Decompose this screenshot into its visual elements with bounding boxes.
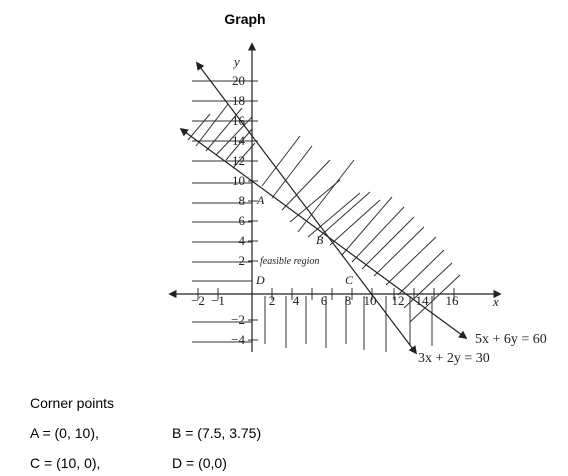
point-label-a: A: [256, 193, 265, 207]
corner-point-a: A = (0, 10),: [30, 425, 99, 441]
hatch-line-upper: [329, 199, 381, 246]
x-tick-label: −1: [211, 293, 225, 308]
y-tick-label: −4: [231, 332, 245, 347]
y-tick-label: 4: [239, 233, 246, 248]
hatch-line-upper: [397, 249, 445, 296]
point-label-d: D: [255, 273, 265, 287]
hatch-line-upper: [261, 135, 301, 187]
point-label-b: B: [316, 233, 324, 247]
y-tick-label: −2: [231, 312, 245, 327]
y-tick-labels: 20 18 16 14 12 10 8 6 4 2 −2 −4: [231, 73, 245, 347]
y-tick-label: 18: [232, 93, 245, 108]
x-tick-label: 10: [364, 293, 377, 308]
hatching: [187, 80, 461, 352]
y-axis-label: y: [232, 54, 240, 69]
x-tick-label: 4: [293, 293, 300, 308]
equation-label-line1: 5x + 6y = 60: [475, 332, 547, 347]
y-tick-label: 2: [239, 253, 246, 268]
hatch-line-upper: [271, 145, 313, 199]
feasible-region-label: feasible region: [260, 256, 319, 267]
x-tick-label: 6: [321, 293, 328, 308]
equation-label-line2: 3x + 2y = 30: [418, 351, 490, 366]
graph-title: Graph: [224, 11, 266, 27]
y-tick-label: 20: [232, 73, 245, 88]
x-axis-label: x: [492, 294, 499, 309]
y-tick-label: 14: [232, 133, 246, 148]
x-tick-label: 16: [446, 293, 460, 308]
x-tick-label: −2: [191, 293, 205, 308]
hatch-line-upper: [373, 226, 425, 277]
corner-point-d: D = (0,0): [172, 455, 227, 471]
point-label-c: C: [345, 273, 354, 287]
y-tick-label: 6: [239, 213, 246, 228]
constraint-line-3x-2y-30: [195, 61, 418, 355]
corner-points-heading: Corner points: [30, 395, 115, 411]
corner-point-b: B = (7.5, 3.75): [172, 425, 262, 441]
y-tick-label: 8: [239, 193, 246, 208]
x-tick-label: 8: [345, 293, 352, 308]
corner-point-c: C = (10, 0),: [30, 455, 101, 471]
hatch-line-upper: [307, 192, 361, 238]
x-tick-labels: −2 −1 2 4 6 8 10 12 14 16: [191, 293, 459, 308]
x-tick-label: 14: [416, 293, 430, 308]
y-tick-label: 10: [232, 173, 245, 188]
y-tick-label: 16: [232, 113, 246, 128]
y-tick-label: 12: [232, 153, 245, 168]
hatch-line-upper: [385, 236, 437, 286]
x-tick-label: 2: [269, 293, 276, 308]
x-tick-label: 12: [392, 293, 405, 308]
